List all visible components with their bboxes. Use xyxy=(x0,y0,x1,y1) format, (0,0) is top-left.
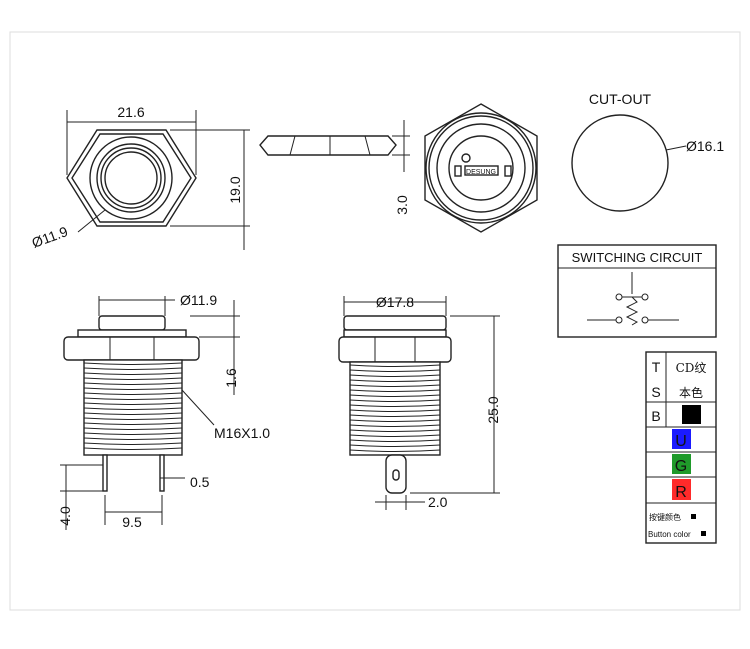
thread-line xyxy=(83,407,183,410)
color-swatch-u xyxy=(672,429,691,449)
thread-line xyxy=(83,372,183,375)
thread-line xyxy=(83,377,183,380)
nut-side-view: 3.0 xyxy=(259,120,410,215)
thread-line xyxy=(349,444,441,447)
thread-line xyxy=(83,412,183,415)
dia-dim: Ø11.9 xyxy=(30,223,71,251)
thread-line xyxy=(349,404,441,407)
thread-line xyxy=(83,447,183,450)
thread-line xyxy=(349,374,441,377)
color-swatch-g xyxy=(672,454,691,474)
circuit-title: SWITCHING CIRCUIT xyxy=(572,250,703,265)
thread-line xyxy=(349,399,441,402)
pin-dim: 0.5 xyxy=(190,474,210,490)
thread-line xyxy=(83,427,183,430)
cutout-title: CUT-OUT xyxy=(589,91,652,107)
thread-line xyxy=(83,387,183,390)
side-view-right: Ø17.8 25.0 2.0 xyxy=(338,294,501,510)
finish-code-s: S xyxy=(651,384,660,400)
terminal-dim: 2.0 xyxy=(428,494,448,510)
thread-line xyxy=(349,429,441,432)
thread-line xyxy=(83,442,183,445)
pin-length-dim: 4.0 xyxy=(57,506,73,526)
thread-line xyxy=(83,392,183,395)
thread-label: M16X1.0 xyxy=(214,425,270,441)
top-view: 21.6 19.0 Ø11.9 xyxy=(30,104,250,251)
width-dim: 21.6 xyxy=(117,104,144,120)
thread-line xyxy=(83,397,183,400)
thread-line xyxy=(83,437,183,440)
side-view-left: Ø11.9 1.6 M16X1.0 0.5 9.5 4.0 xyxy=(57,292,270,530)
thread-line xyxy=(349,419,441,422)
cutout-dia-dim: Ø16.1 xyxy=(686,138,724,154)
thread-line xyxy=(349,379,441,382)
color-code-g: G xyxy=(675,458,687,475)
thread-line xyxy=(349,389,441,392)
thread-line xyxy=(349,449,441,452)
length-dim: 25.0 xyxy=(485,396,501,423)
cutout: CUT-OUT Ø16.1 xyxy=(571,91,724,212)
height-dim: 19.0 xyxy=(227,176,243,203)
finish-code-t: T xyxy=(652,359,661,375)
logo: DESUNG xyxy=(466,169,496,176)
finish-label-s: 本色 xyxy=(679,386,703,400)
thread-line xyxy=(349,369,441,372)
frame xyxy=(9,31,741,611)
thread-line xyxy=(83,422,183,425)
note-en: Button color xyxy=(648,530,691,539)
thread-line xyxy=(349,424,441,427)
thickness-dim: 3.0 xyxy=(394,195,410,215)
thread-line xyxy=(349,384,441,387)
left-dia-dim: Ø11.9 xyxy=(180,292,217,308)
thread-line xyxy=(349,439,441,442)
color-code-r: R xyxy=(675,484,687,501)
thread-line xyxy=(83,402,183,405)
black-swatch xyxy=(682,405,701,424)
thread-line xyxy=(349,414,441,417)
color-swatch-r xyxy=(672,479,691,500)
pitch-dim: 9.5 xyxy=(122,514,142,530)
thread-line xyxy=(349,434,441,437)
switching-circuit: SWITCHING CIRCUIT xyxy=(557,244,717,338)
thread-line xyxy=(83,367,183,370)
right-dia-dim: Ø17.8 xyxy=(376,294,414,310)
note-cn: 按键颜色 xyxy=(649,512,681,522)
thread-line xyxy=(83,362,183,365)
thread-line xyxy=(83,417,183,420)
thread-line xyxy=(83,382,183,385)
thread-line xyxy=(83,432,183,435)
thread-line xyxy=(349,409,441,412)
options-table: T CD纹 S 本色 B U G R 按键颜色 Button color xyxy=(645,351,717,544)
thread-line xyxy=(349,364,441,367)
finish-code-b: B xyxy=(651,408,660,424)
finish-label-t: CD纹 xyxy=(676,361,707,375)
left-height-dim: 1.6 xyxy=(223,368,239,388)
thread-line xyxy=(349,394,441,397)
color-code-u: U xyxy=(675,433,687,450)
front-view: DESUNG xyxy=(424,103,538,233)
